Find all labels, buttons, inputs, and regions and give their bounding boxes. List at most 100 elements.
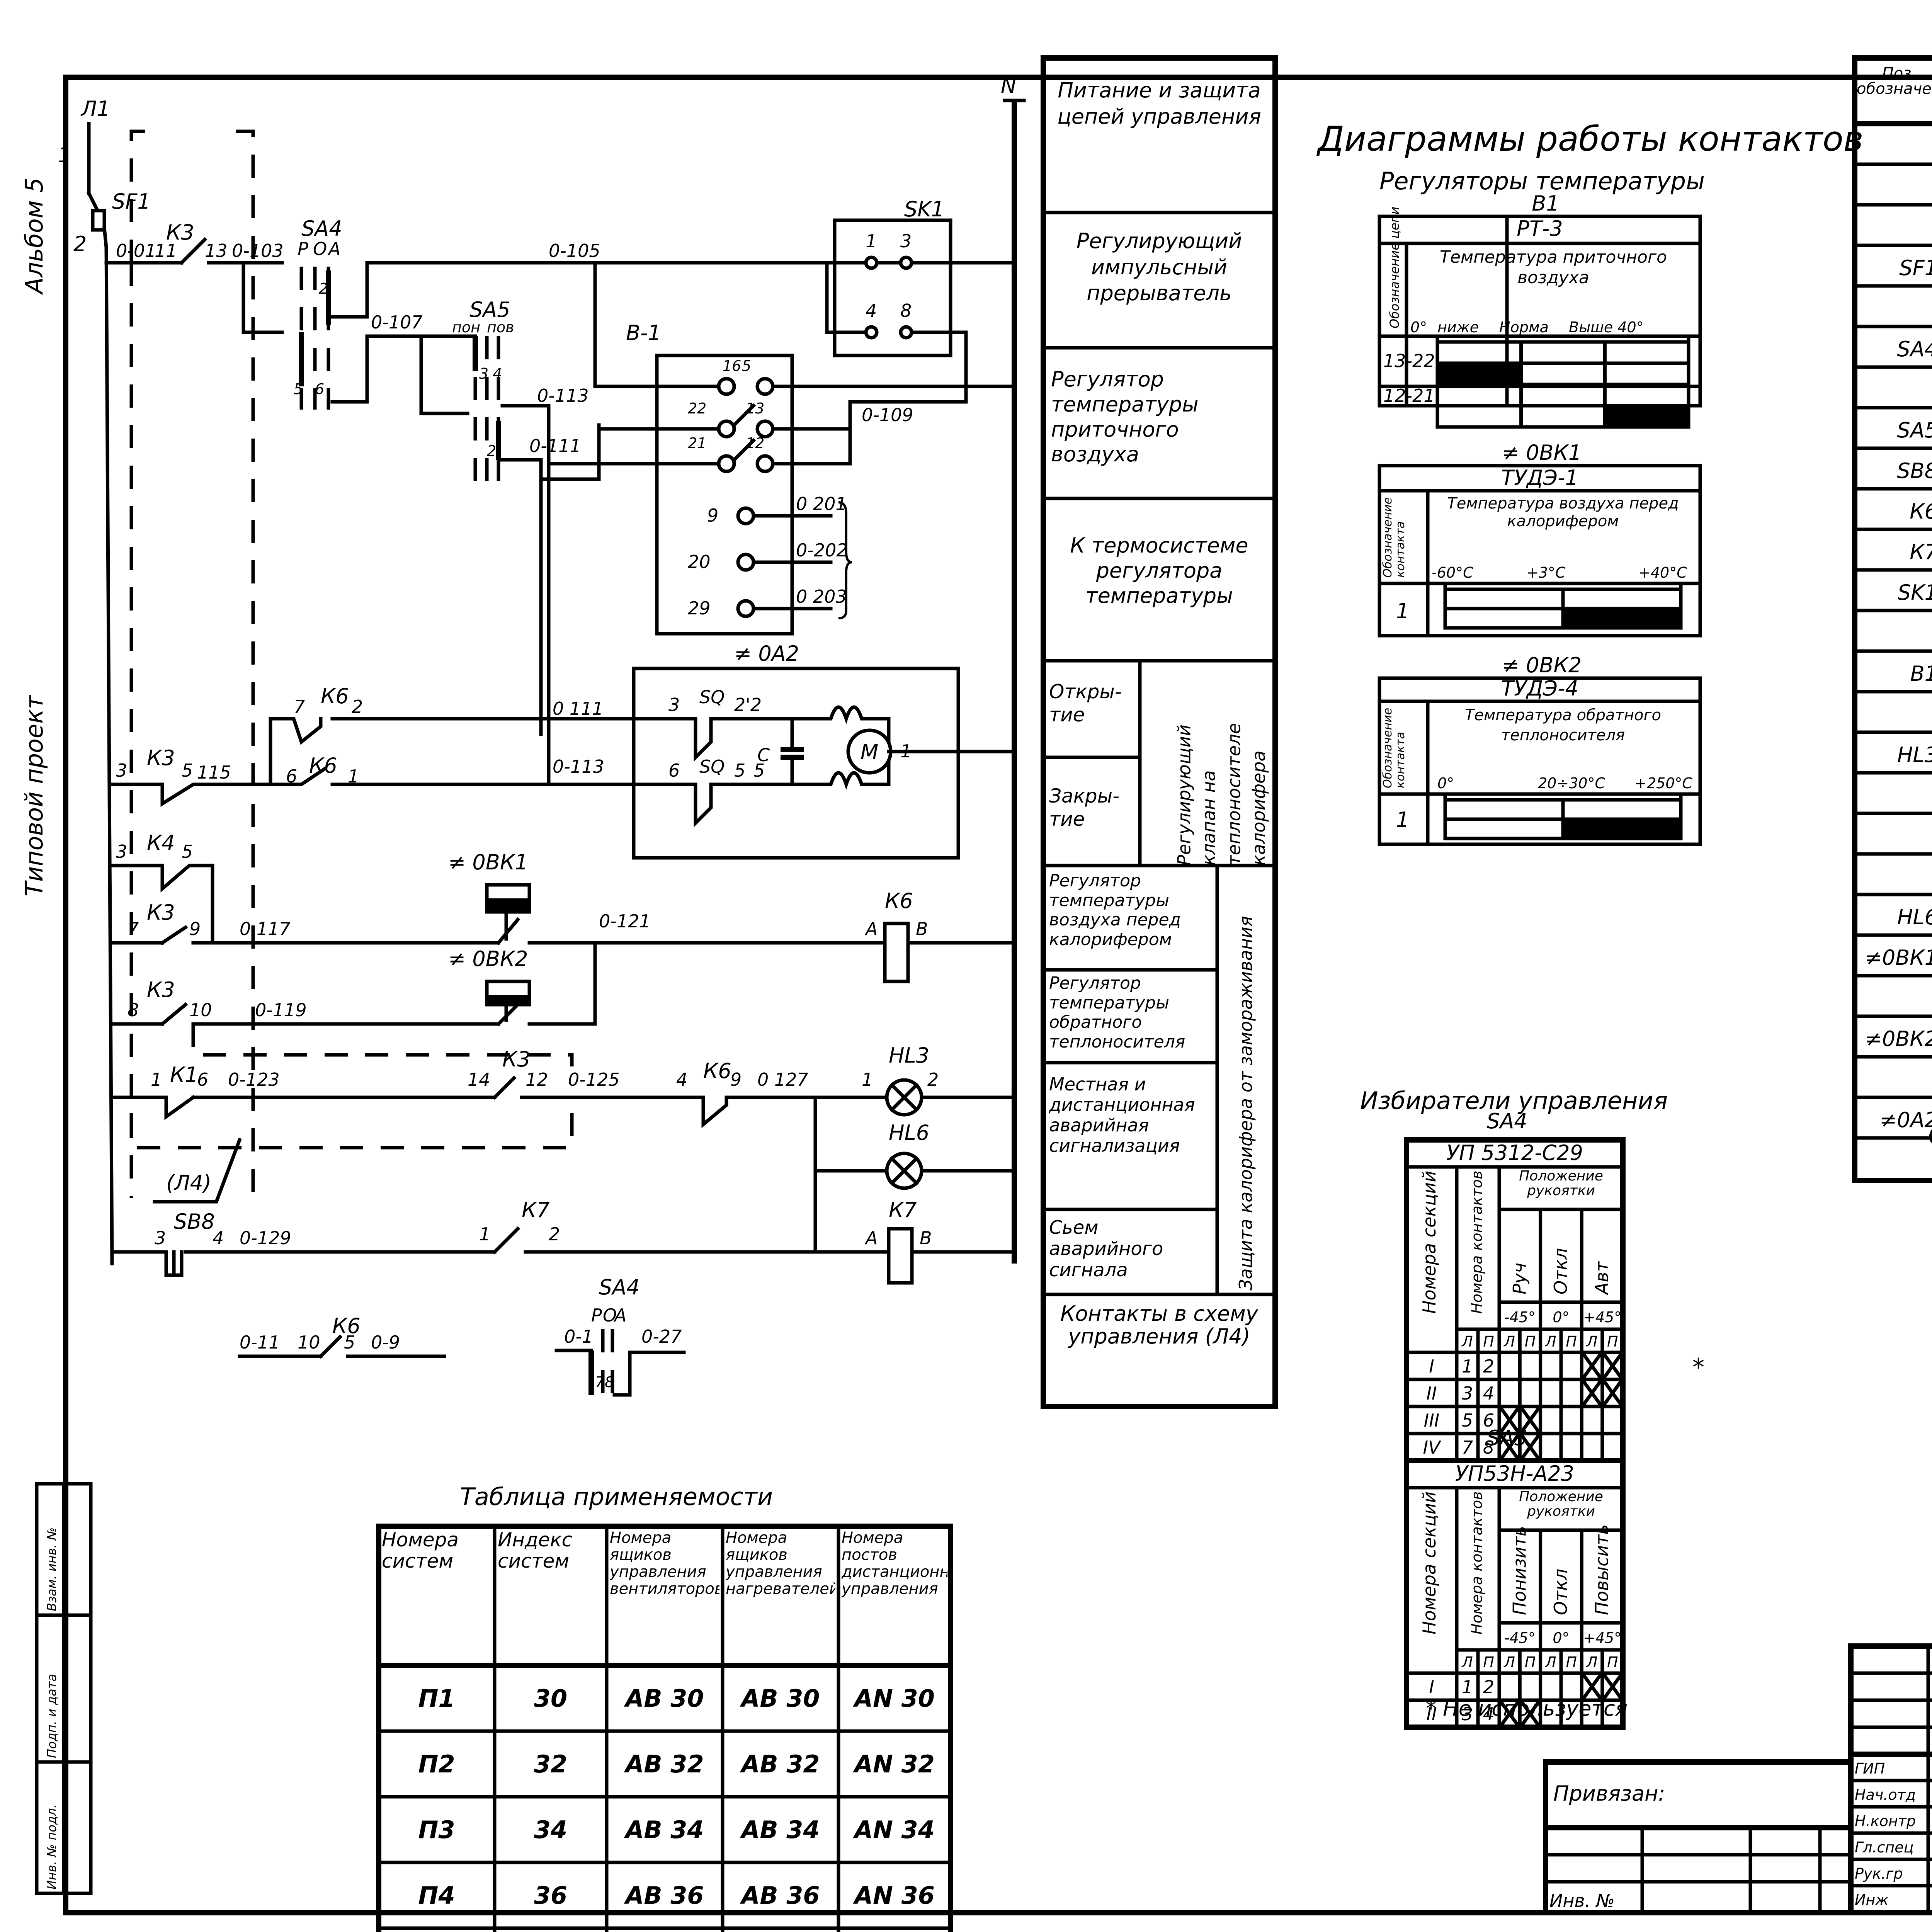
wire-0-123: 0-123 xyxy=(228,1069,280,1090)
applicability-cell: АВ 36 xyxy=(739,1881,820,1910)
role-title: Инж xyxy=(1855,1891,1889,1908)
k6-b-label: К6 xyxy=(309,753,337,778)
wire-0-127: 0 127 xyxy=(757,1069,808,1090)
lr-label: Л xyxy=(1503,1654,1515,1671)
selector-section: II xyxy=(1426,1704,1437,1725)
bk2-diagram-tag: ≠ 0ВК2 xyxy=(1502,653,1582,677)
b1-scale-low: ниже xyxy=(1437,319,1479,336)
k6-ext-label: К6 xyxy=(332,1314,361,1338)
selector-position-name: Авт xyxy=(1592,1261,1612,1296)
k3-a-label: К3 xyxy=(147,746,175,770)
spec-row: ≠0А2Исполнительный механизм МЭО, ~220В1П… xyxy=(1853,1095,1932,1132)
external-k6-contact: К6 0-11 10 5 0-9 xyxy=(238,1314,446,1359)
title-block-role-row: ГИПКирсанов xyxy=(1855,1760,1885,1777)
selector-contact: 1 xyxy=(1462,1356,1473,1377)
lr-label: Л xyxy=(1544,1333,1556,1350)
zone-cell xyxy=(1443,587,1565,611)
lr-label: П xyxy=(1607,1654,1618,1671)
applicability-cell: 32 xyxy=(534,1750,567,1778)
spec-row: SA5Переключатель универсальный УП53Н А23… xyxy=(1853,406,1932,442)
k6-c-label: К6 xyxy=(703,1059,731,1083)
closed-contact-mark xyxy=(1602,1379,1624,1407)
function-pulse-interrupter: Регулирующий импульсный прерыватель xyxy=(1076,229,1242,305)
applicability-cell: АВ 36 xyxy=(623,1881,704,1910)
selector-contacts-header: Номера контактов xyxy=(1468,1170,1485,1314)
sa4-table-tag: SA4 xyxy=(1486,1109,1527,1133)
bk1-scale-0: -60°С xyxy=(1432,564,1473,581)
applicability-cell: АВ 34 xyxy=(739,1816,820,1844)
protection-return-regulator: Регулятор температуры обратного теплонос… xyxy=(1049,974,1185,1052)
zone-cell xyxy=(1443,798,1565,821)
contact-open-bar xyxy=(1443,607,1565,630)
switch-sa5: SA5 пон пов 3 4 2 xyxy=(452,298,514,491)
k3-top-pin11: 11 xyxy=(155,240,177,261)
lr-label: Л xyxy=(1461,1654,1473,1671)
selector-frame xyxy=(1404,1458,1626,1730)
sa4-label: SA4 xyxy=(301,216,342,241)
selector-contact: 8 xyxy=(1483,1437,1494,1458)
sa4-ext-label: SA4 xyxy=(599,1275,640,1299)
selector-position-name: Откл xyxy=(1550,1569,1571,1615)
applicability-cell: П3 xyxy=(418,1816,455,1844)
contact-open-bar xyxy=(1603,361,1690,386)
protection-alarm-reset: Сьем аварийного сигнала xyxy=(1049,1217,1163,1281)
closed-contact-mark xyxy=(1498,1699,1520,1728)
wire-0-103: 0-103 xyxy=(232,240,284,261)
applicability-cell: 34 xyxy=(534,1816,567,1844)
role-title: Рук.гр xyxy=(1855,1865,1903,1882)
k4-label: К4 xyxy=(147,831,175,855)
closed-contact-mark xyxy=(1519,1406,1541,1434)
spec-row: ≠0ВК1Регулятор температуры дилатометриче… xyxy=(1853,933,1932,970)
zone-cell xyxy=(1519,340,1607,365)
zone-cell xyxy=(1561,798,1683,821)
album-label: Альбом 5 xyxy=(20,177,48,295)
da2-pin5a: 5 xyxy=(734,760,745,781)
wire-0-201: 0 201 xyxy=(796,493,847,514)
applicability-cell: АN 36 xyxy=(852,1881,935,1910)
selector-contact: 5 xyxy=(1462,1410,1473,1431)
sa5-label: SA5 xyxy=(469,298,510,322)
wire-0-113-a: 0-113 xyxy=(537,385,589,406)
title-block-role-row: Н.контрКузнецов xyxy=(1855,1813,1916,1830)
bk2-scale-0: 0° xyxy=(1437,775,1454,792)
k7-coil-pin-a: А xyxy=(864,1228,878,1248)
selector-section: IV xyxy=(1423,1437,1442,1458)
closed-contact-mark xyxy=(1581,1672,1603,1701)
protection-alarm-signaling: Местная и дистанционная аварийная сигнал… xyxy=(1049,1074,1195,1156)
hl3-pin1: 1 xyxy=(862,1069,873,1090)
sb8-pin4: 4 xyxy=(213,1228,224,1248)
spec-pos: SA5 xyxy=(1897,418,1932,442)
spec-row: SK1Регулирующий импульсный прерыватель1 xyxy=(1853,568,1932,605)
spec-reference-note: Схема управления приточной системой лист… xyxy=(1928,1121,1932,1150)
contact-open-bar xyxy=(1435,404,1523,429)
da2-pin6: 6 xyxy=(668,760,680,781)
contact-open-bar xyxy=(1519,361,1607,386)
bk2-contact-1: 1 xyxy=(1396,808,1409,832)
bk1-scale-2: +40°С xyxy=(1638,564,1687,581)
role-title: ГИП xyxy=(1855,1760,1885,1777)
sheet-frame: 57 xyxy=(63,75,1932,1915)
title-block-roles: ГИПКирсановНач.отдОгурцовН.контрКузнецов… xyxy=(1849,1752,1932,1908)
wire-0-111-b: 0 111 xyxy=(553,698,604,719)
k6-a-pin7: 7 xyxy=(294,696,305,717)
sa5-pin2: 2 xyxy=(487,442,496,459)
spec-pos: SF1 xyxy=(1899,256,1932,280)
spec-row: РИП-2М; ~220В xyxy=(1853,609,1932,612)
spec-row: SA4Переключатель универсальный1 xyxy=(1853,325,1932,361)
applicability-cell: АВ 30 xyxy=(739,1684,820,1713)
selector-position-angle: +45° xyxy=(1583,1629,1621,1646)
spec-row: НL6Пост управления ПКУ-15 19 331-541АN0 xyxy=(1853,893,1932,929)
b1-pin9: 9 xyxy=(707,505,718,526)
zone-cell xyxy=(1561,587,1683,611)
selector-contact: 4 xyxy=(1483,1383,1494,1404)
stamp-inv-original: Инв. № подл. xyxy=(44,1804,59,1889)
da2-pin5b: 5 xyxy=(753,760,765,781)
selector-position-angle: 0° xyxy=(1553,1309,1569,1326)
k3-b-label: К3 xyxy=(147,900,175,925)
bk1-label: ≠ 0ВК1 xyxy=(448,850,528,874)
bus-n-label: N xyxy=(1001,73,1016,98)
applicability-cell: АВ 34 xyxy=(623,1816,704,1844)
